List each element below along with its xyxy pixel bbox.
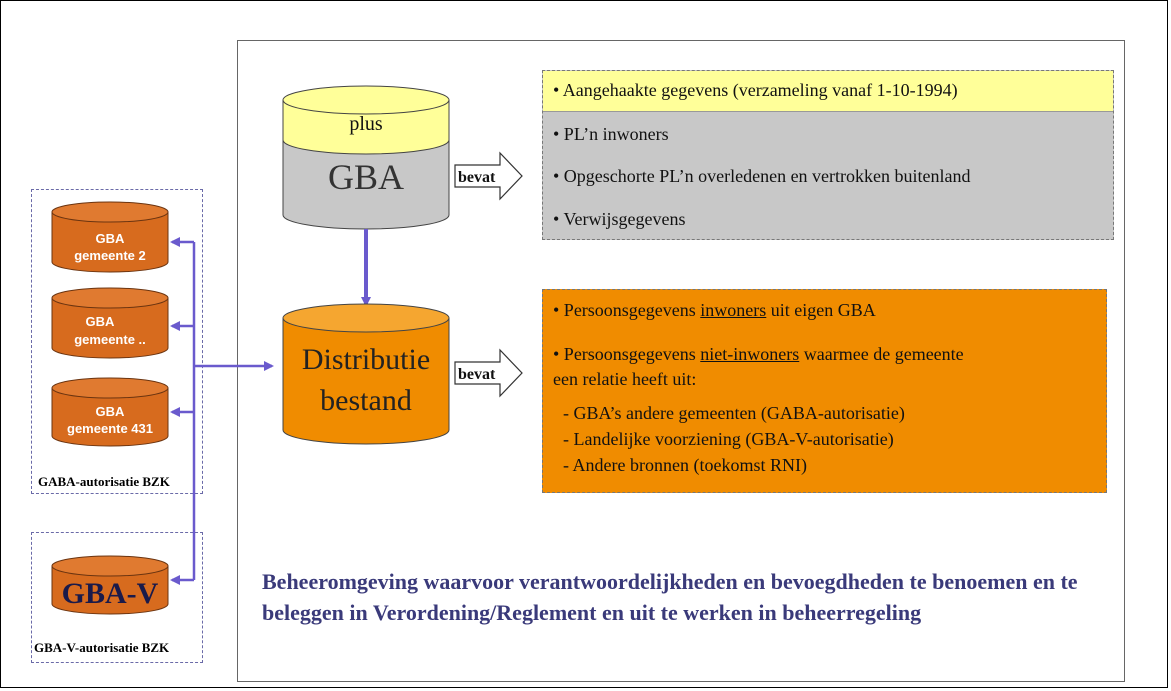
niet-inwoners-item: • Persoonsgegevens niet-inwoners waarmee…: [553, 344, 964, 364]
verwijsgegevens-item: • Verwijsgegevens: [553, 209, 686, 229]
distributie-label-line1: Distributie: [302, 343, 430, 376]
gba-plus-label: plus: [349, 113, 383, 135]
gba-gemeente-2-database: GBA gemeente 2: [51, 201, 169, 273]
gba-v-db-label: GBA-V: [62, 577, 159, 610]
inwoners-item: • Persoonsgegevens inwoners uit eigen GB…: [553, 300, 876, 320]
opgeschorte-item: • Opgeschorte PL’n overledenen en vertro…: [553, 166, 971, 186]
gba-v-database: GBA-V: [51, 555, 169, 615]
distributie-label-line2: bestand: [320, 384, 412, 417]
gemeente-431-line2: gemeente 431: [67, 421, 153, 436]
gemeente-dots-line2: gemeente ..: [74, 332, 146, 347]
sub-rni: - Andere bronnen (toekomst RNI): [563, 455, 807, 475]
bevat-label-top: bevat: [458, 169, 496, 186]
gaba-autorisatie-label: GABA-autorisatie BZK: [38, 474, 170, 489]
sub-gaba: - GBA’s andere gemeenten (GABA-autorisat…: [563, 403, 905, 423]
beheeromgeving-text: Beheeromgeving waarvoor verantwoordelijk…: [262, 569, 1078, 625]
pl-inwoners-item: • PL’n inwoners: [553, 124, 669, 144]
connector-lines: [170, 237, 274, 585]
gba-gemeente-dots-database: GBA gemeente ..: [51, 287, 169, 359]
beheeromgeving-frame: [237, 40, 1125, 682]
gba-main-label: GBA: [328, 157, 404, 197]
niet-inwoners-cont: een relatie heeft uit:: [553, 369, 697, 389]
gba-gemeente-431-database: GBA gemeente 431: [51, 377, 169, 447]
aangehaakte-item: • Aangehaakte gegevens (verzameling vana…: [553, 80, 958, 100]
distributie-content-panel: • Persoonsgegevens inwoners uit eigen GB…: [542, 289, 1107, 493]
gba-content-panel: • Aangehaakte gegevens (verzameling vana…: [542, 70, 1114, 240]
distributie-database: Distributie bestand: [282, 303, 450, 445]
gbav-group-box: [31, 532, 203, 663]
gemeente-2-line2: gemeente 2: [74, 248, 146, 263]
gemeente-2-line1: GBA: [96, 231, 126, 246]
gemeente-dots-line1: GBA: [86, 314, 116, 329]
bevat-label-bottom: bevat: [458, 366, 496, 383]
aangehaakte-band: [543, 71, 1113, 112]
gba-plus-database: plus GBA: [282, 85, 450, 230]
gaba-group-box: [31, 189, 203, 494]
gbav-autorisatie-label: GBA-V-autorisatie BZK: [34, 640, 170, 655]
gemeente-431-line1: GBA: [96, 404, 126, 419]
sub-gbav: - Landelijke voorziening (GBA-V-autorisa…: [563, 429, 894, 449]
bevat-arrow-top: bevat: [454, 151, 523, 201]
bevat-arrow-bottom: bevat: [454, 348, 523, 398]
